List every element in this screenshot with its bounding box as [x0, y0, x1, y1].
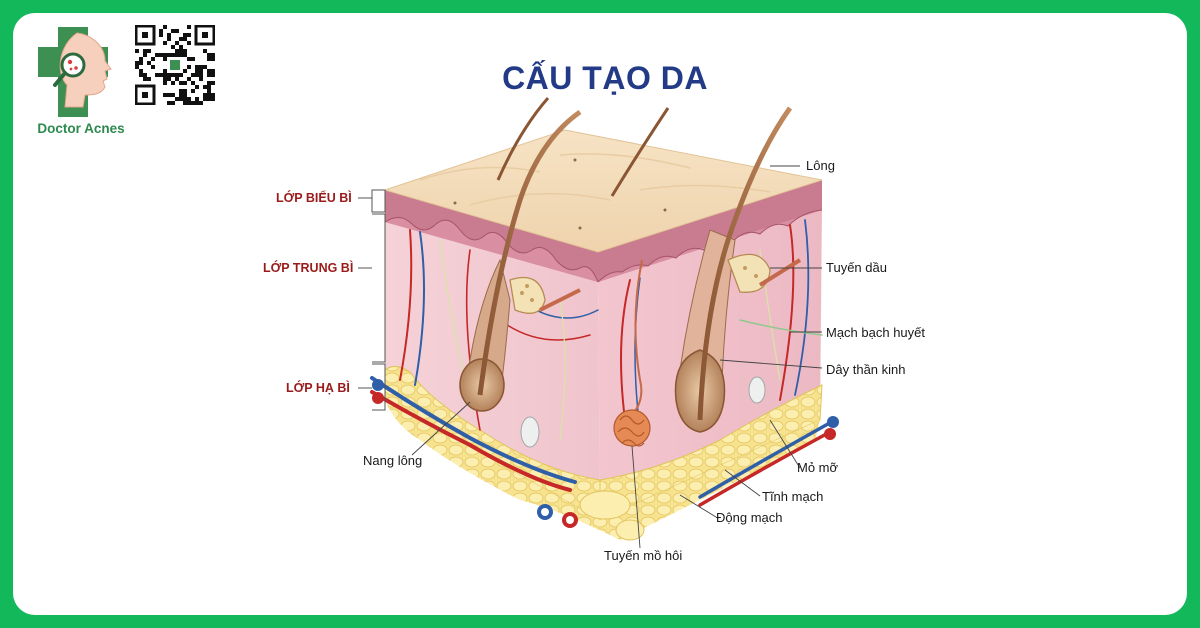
page-title: CẤU TẠO DA	[502, 60, 708, 96]
label-vein: Tĩnh mạch	[762, 489, 824, 504]
fat-layer-bottom	[385, 400, 620, 540]
label-hair: Lông	[806, 158, 835, 173]
qr-code-icon	[134, 24, 216, 110]
label-nerve: Dây thần kinh	[826, 362, 906, 377]
hair-shaft-right	[697, 106, 793, 421]
leader-lines	[411, 165, 823, 549]
lymph-vessel	[739, 319, 823, 336]
hair-tip-a	[496, 97, 550, 181]
label-artery: Động mạch	[716, 510, 783, 525]
layer-brackets	[358, 189, 386, 411]
label-epidermis: LỚP BIỂU BÌ	[276, 191, 352, 205]
brand-name: Doctor Acnes	[37, 121, 125, 136]
hair-tip-b	[610, 107, 670, 197]
label-sebaceous-gland: Tuyến dầu	[826, 260, 887, 275]
label-dermis: LỚP TRUNG BÌ	[263, 261, 354, 275]
label-fat: Mỏ mỡ	[797, 460, 839, 475]
fat-layer-side	[599, 384, 823, 521]
skin-surface	[383, 129, 823, 253]
label-hair-follicle: Nang lông	[363, 453, 423, 468]
label-hypodermis: LỚP HẠ BÌ	[286, 381, 350, 395]
vein-vessel	[370, 376, 577, 484]
sweat-gland-coil	[613, 409, 651, 447]
sebaceous-gland-left	[509, 276, 546, 314]
sebaceous-gland-right	[727, 253, 771, 293]
medical-cross-face-icon	[38, 27, 112, 117]
artery-vessel	[370, 390, 572, 492]
brand-logo: Doctor Acnes	[25, 25, 130, 136]
label-lymph-vessel: Mạch bạch huyết	[826, 325, 926, 340]
sweat-duct	[631, 259, 643, 416]
hair-shaft-left	[477, 109, 582, 396]
nerve-fiber	[439, 239, 781, 441]
label-sweat-gland: Tuyến mồ hôi	[604, 548, 683, 563]
